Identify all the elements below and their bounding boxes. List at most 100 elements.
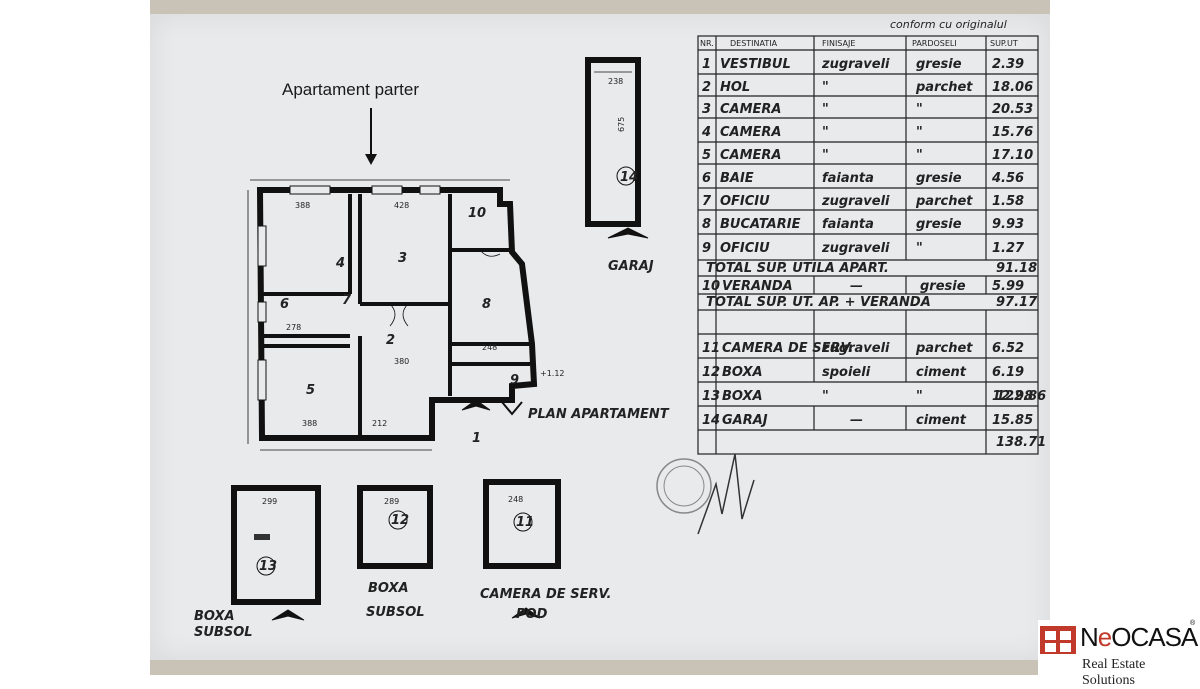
table-row-pardoseli: parchet	[915, 194, 973, 209]
table-row-destinatia: OFICIU	[720, 241, 770, 256]
table-row-finisaje: —	[850, 413, 863, 428]
table-row-nr: 8	[702, 217, 711, 232]
table-row-sup: 2.39	[992, 57, 1024, 72]
header-pardoseli: PARDOSELI	[912, 39, 957, 48]
dim-room8: 248	[482, 343, 497, 352]
table-row-destinatia: BOXA	[722, 389, 763, 404]
room-6-label: 6	[280, 297, 289, 312]
table-row-pardoseli: "	[916, 102, 923, 117]
table-row-sup: 15.76	[992, 125, 1033, 140]
table-row-sup: 5.99	[992, 279, 1024, 294]
table-row-nr: 4	[701, 125, 711, 140]
table-row-finisaje: faianta	[822, 217, 874, 232]
box12-sublabel: SUBSOL	[366, 605, 425, 620]
table-row-destinatia: CAMERA DE SERV.	[722, 341, 853, 356]
table-row-finisaje: "	[822, 125, 829, 140]
box13-number: 13	[259, 559, 277, 574]
table-row-destinatia: BOXA	[722, 365, 763, 380]
logo-brand: NeOCASA	[1080, 622, 1198, 652]
room-schedule-table	[697, 35, 1039, 455]
table-row-nr: 9	[702, 241, 711, 256]
room-8-label: 8	[482, 297, 491, 312]
header-finisaje: FINISAJE	[822, 39, 855, 48]
table-row-sup: 17.10	[992, 148, 1033, 163]
annotation-arrow	[365, 108, 377, 165]
table-row-pardoseli: "	[916, 148, 923, 163]
table-row-sup: 12.98	[992, 389, 1033, 404]
table-row-nr: 2	[702, 80, 711, 95]
table-row-nr: 12	[702, 365, 720, 380]
box13-dim: 299	[262, 497, 277, 506]
table-row-sup: 1.58	[992, 194, 1024, 209]
dim-room2: 380	[394, 357, 409, 366]
room11-sublabel: POD	[516, 607, 548, 622]
annotation-apartament-parter: Apartament parter	[282, 80, 420, 99]
total-util-value: 91.18	[996, 261, 1037, 276]
table-row-finisaje: spoieli	[822, 365, 871, 380]
table-row-pardoseli: gresie	[916, 171, 962, 186]
garage-number: 14	[620, 170, 638, 185]
stamp-seal	[656, 453, 755, 535]
table-row-pardoseli: ciment	[916, 365, 967, 380]
table-row-pardoseli: gresie	[916, 217, 962, 232]
room11-number: 11	[516, 515, 534, 530]
garage-length: 675	[617, 117, 626, 132]
table-row-finisaje: "	[822, 80, 829, 95]
entrance-arrows	[461, 399, 523, 416]
table-row-destinatia: OFICIU	[720, 194, 770, 209]
room-2-label: 2	[386, 333, 395, 348]
garage-width: 238	[608, 77, 623, 86]
table-row-nr: 3	[702, 102, 711, 117]
table-row-nr: 6	[702, 171, 711, 186]
table-row-pardoseli: parchet	[915, 341, 973, 356]
table-row-nr: 10	[702, 279, 720, 294]
table-row-sup: 18.06	[992, 80, 1033, 95]
table-row-pardoseli: "	[916, 125, 923, 140]
room11-dim: 248	[508, 495, 523, 504]
table-row-pardoseli: "	[916, 241, 923, 256]
table-row-pardoseli: gresie	[916, 57, 962, 72]
table-row-destinatia: CAMERA	[720, 148, 782, 163]
table-row-pardoseli: gresie	[920, 279, 966, 294]
table-row-destinatia: VERANDA	[722, 279, 793, 294]
box12-dim: 289	[384, 497, 399, 506]
table-row-finisaje: zugraveli	[821, 194, 890, 209]
grand-total-value: 138.71	[996, 435, 1046, 450]
room-3-label: 3	[398, 251, 407, 266]
table-row-pardoseli: "	[916, 389, 923, 404]
room-5-label: 5	[306, 383, 315, 398]
garage-label: GARAJ	[608, 259, 654, 274]
total-util-label: TOTAL SUP. UTILA APART.	[706, 261, 889, 276]
table-row-destinatia: GARAJ	[722, 413, 768, 428]
table-row-finisaje: zugraveli	[821, 57, 890, 72]
dim-room3: 428	[394, 201, 409, 210]
table-row-finisaje: "	[822, 389, 829, 404]
corner-note: conform cu originalul	[890, 18, 1007, 31]
neocasa-logo: NeOCASA ® Real Estate Solutions	[1038, 620, 1200, 688]
dim-hall: 212	[372, 419, 387, 428]
table-row-sup: 1.27	[992, 241, 1025, 256]
logo-house-icon	[1040, 626, 1076, 654]
table-row-sup: 6.52	[992, 341, 1024, 356]
table-headers: NR. DESTINATIA FINISAJE PARDOSELI SUP.UT	[700, 39, 1018, 48]
table-row-pardoseli: ciment	[916, 413, 967, 428]
level-marker: +1.12	[540, 369, 565, 378]
total-veranda-value: 97.17	[996, 295, 1038, 310]
table-row-sup: 6.19	[992, 365, 1024, 380]
table-row-nr: 13	[702, 389, 720, 404]
table-row-finisaje: zugraveli	[821, 341, 890, 356]
floor-plan-drawing: NR. DESTINATIA FINISAJE PARDOSELI SUP.UT…	[194, 18, 1046, 640]
table-row-destinatia: BAIE	[720, 171, 754, 186]
table-row-sup: 15.85	[992, 413, 1033, 428]
plan-dimensions: 388 428 388 380 248 278 212 +1.12	[286, 201, 565, 428]
table-row-nr: 14	[702, 413, 720, 428]
table-row-finisaje: zugraveli	[821, 241, 890, 256]
box12-number: 12	[391, 513, 409, 528]
box13-sublabel: SUBSOL	[194, 625, 253, 640]
table-row-destinatia: CAMERA	[720, 125, 782, 140]
garage-plan	[585, 57, 649, 239]
table-row-finisaje: "	[822, 148, 829, 163]
table-row-sup: 4.56	[991, 171, 1024, 186]
table-row-finisaje: faianta	[822, 171, 874, 186]
room-10-label: 10	[468, 206, 486, 221]
